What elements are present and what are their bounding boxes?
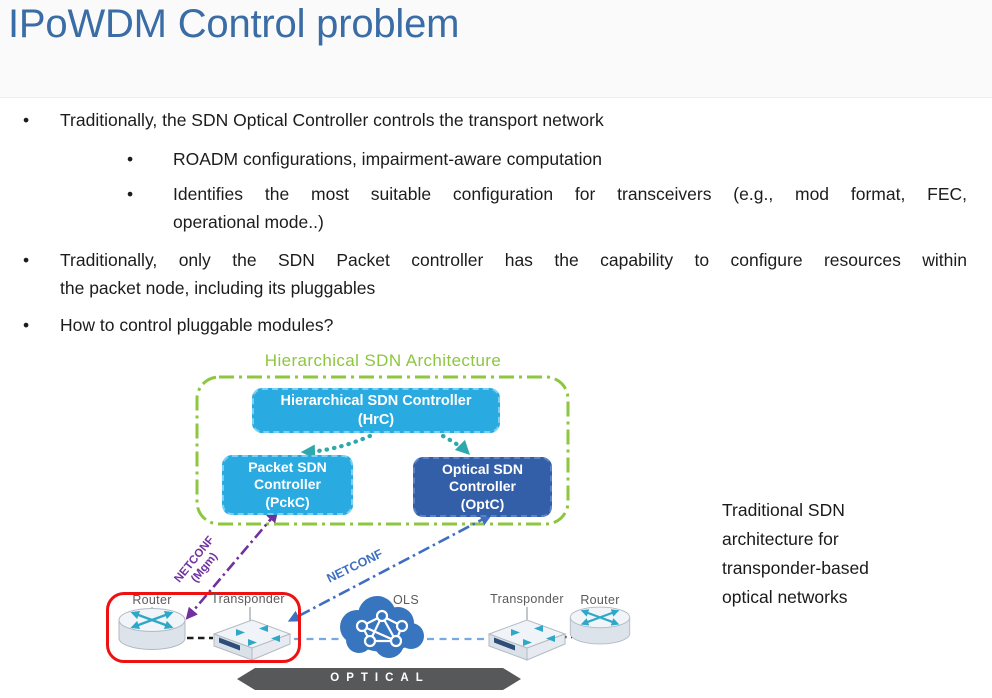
- header-band: [0, 0, 992, 98]
- bullet-marker: •: [127, 149, 134, 169]
- side-note-line: transponder-based: [722, 558, 869, 578]
- transponder-icon: [487, 619, 567, 661]
- device-label-transponder-2: Transponder: [490, 592, 564, 606]
- controller-label-line: Hierarchical SDN Controller: [280, 392, 472, 409]
- transponder-label-strip: [494, 637, 515, 651]
- controller-label-line: Optical SDN: [442, 460, 523, 477]
- bullet-item-1: • Traditionally, the SDN Optical Control…: [23, 106, 967, 134]
- side-note-line: architecture for: [722, 529, 839, 549]
- side-note-line: Traditional SDN: [722, 500, 845, 520]
- device-label-router-1: Router: [132, 593, 172, 607]
- bullet-text-line: the packet node, including its pluggable…: [60, 278, 376, 298]
- hierarchy-arrows: [300, 433, 471, 459]
- bullet-text-line: ROADM configurations, impairment-aware c…: [173, 149, 602, 169]
- pluggable-node-highlight: [106, 592, 301, 663]
- bullet-marker: •: [127, 184, 134, 204]
- bullet-item-2: • ROADM configurations, impairment-aware…: [127, 145, 967, 173]
- controller-label-line: (OptC): [460, 495, 505, 512]
- slide-title: IPoWDM Control problem: [8, 2, 460, 46]
- optical-sdn-controller-box: Optical SDN Controller (OptC): [413, 457, 552, 517]
- ols-graph-edges: [361, 614, 404, 643]
- netconf-label: NETCONF: [324, 546, 385, 586]
- bullet-text-line: Traditionally, the SDN Optical Controlle…: [60, 110, 604, 130]
- bullet-item-4: • Traditionally, only the SDN Packet con…: [23, 246, 967, 302]
- controller-label-line: Packet SDN: [248, 458, 327, 475]
- controller-label-line: (PckC): [265, 493, 310, 510]
- controller-label-line: Controller: [449, 478, 516, 495]
- optical-banner-label: OPTICAL: [330, 672, 430, 684]
- side-note-line: optical networks: [722, 587, 848, 607]
- device-label-router-2: Router: [580, 593, 620, 607]
- packet-sdn-controller-box: Packet SDN Controller (PckC): [222, 455, 353, 515]
- netconf-link: [287, 514, 493, 622]
- side-note: Traditional SDN architecture for transpo…: [722, 496, 869, 612]
- bullet-marker: •: [23, 250, 30, 270]
- hierarchical-sdn-controller-box: Hierarchical SDN Controller (HrC): [252, 388, 500, 433]
- bullet-marker: •: [23, 110, 30, 130]
- bullet-item-3: • Identifies the most suitable configura…: [127, 180, 967, 236]
- bullet-text-line: operational mode..): [173, 212, 324, 232]
- device-label-ols: OLS: [393, 593, 419, 607]
- bullet-text-line: Traditionally, only the SDN Packet contr…: [60, 250, 967, 270]
- bullet-text-line: Identifies the most suitable configurati…: [173, 184, 967, 204]
- controller-label-line: Controller: [254, 476, 321, 493]
- router-icon: [569, 606, 631, 645]
- device-label-transponder-1: Transponder: [211, 592, 285, 606]
- controller-label-line: (HrC): [357, 411, 395, 428]
- bullet-marker: •: [23, 315, 30, 335]
- ols-graph-nodes: [355, 609, 409, 648]
- bullet-item-5: • How to control pluggable modules?: [23, 311, 967, 339]
- diagram-title: Hierarchical SDN Architecture: [264, 351, 502, 370]
- bullet-text-line: How to control pluggable modules?: [60, 315, 334, 335]
